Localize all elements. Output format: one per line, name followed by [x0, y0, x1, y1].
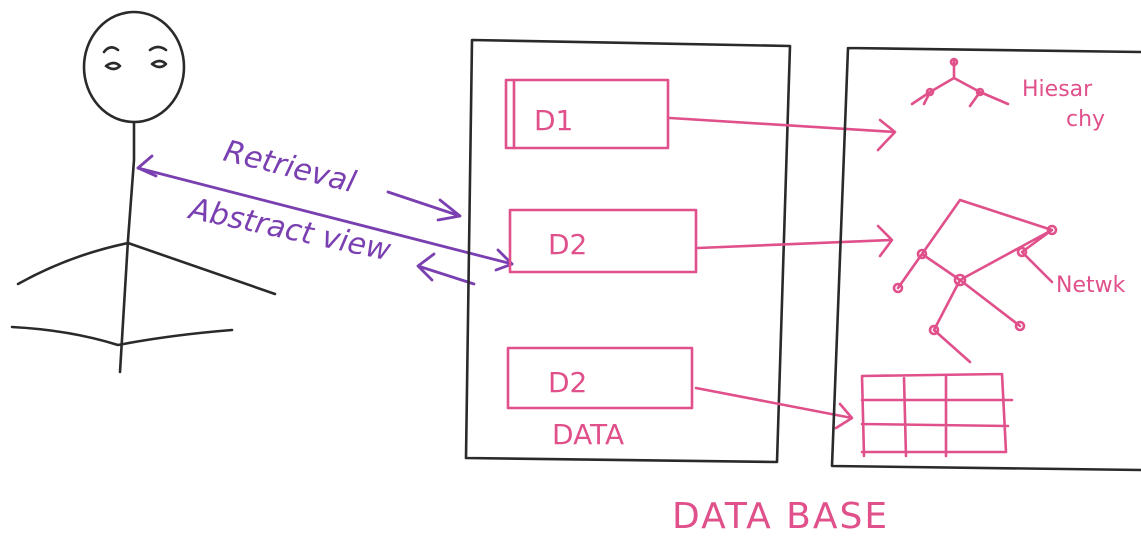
- d2-to-network-arrow: [696, 224, 894, 258]
- d3-box: D2: [506, 346, 694, 410]
- user-neck-body: [118, 120, 136, 374]
- user-arms: [16, 241, 277, 296]
- abstract-view-arrowhead-user: [136, 154, 158, 178]
- hierarchy-label-line1: Hiesar: [1022, 77, 1093, 102]
- network-model-icon: Netwk: [892, 198, 1126, 364]
- hierarchy-label-line2: chy: [1066, 107, 1105, 132]
- database-caption: DATA BASE: [672, 496, 889, 537]
- user-right-eye: [148, 45, 168, 69]
- hierarchical-model-icon: Hiesar chy: [910, 57, 1105, 132]
- d1-label: D1: [534, 104, 573, 137]
- relational-table-icon: [860, 372, 1014, 458]
- d3-to-relational-arrow: [694, 386, 854, 430]
- abstract-view-arrowhead-db: [494, 248, 514, 272]
- data-store-border: [464, 38, 792, 464]
- user-stick-figure: [10, 10, 277, 374]
- d1-to-hierarchy-arrow: [668, 116, 897, 152]
- abstract-view-connector: [136, 166, 514, 266]
- d1-box: D1: [504, 78, 670, 150]
- data-label: DATA: [552, 418, 624, 451]
- model-mapping-arrows: [668, 116, 897, 430]
- user-head: [82, 10, 186, 124]
- data-store-frame: D1 D2 D2 DATA: [464, 38, 792, 464]
- d3-label: D2: [548, 366, 587, 399]
- retrieval-label: Retrieval: [220, 134, 360, 201]
- d2-box: D2: [508, 208, 698, 274]
- user-legs: [10, 325, 234, 347]
- d2-label: D2: [548, 228, 587, 261]
- user-database-arrows: Retrieval Abstract view: [136, 134, 514, 286]
- data-model-border: [830, 46, 1141, 472]
- data-model-frame: Hiesar chy Netwk: [830, 46, 1141, 472]
- user-left-eye: [102, 46, 122, 71]
- abstract-view-return-arrow: [416, 252, 476, 286]
- abstract-view-label: Abstract view: [184, 191, 394, 268]
- network-label: Netwk: [1056, 273, 1126, 298]
- retrieval-arrow: [386, 190, 462, 222]
